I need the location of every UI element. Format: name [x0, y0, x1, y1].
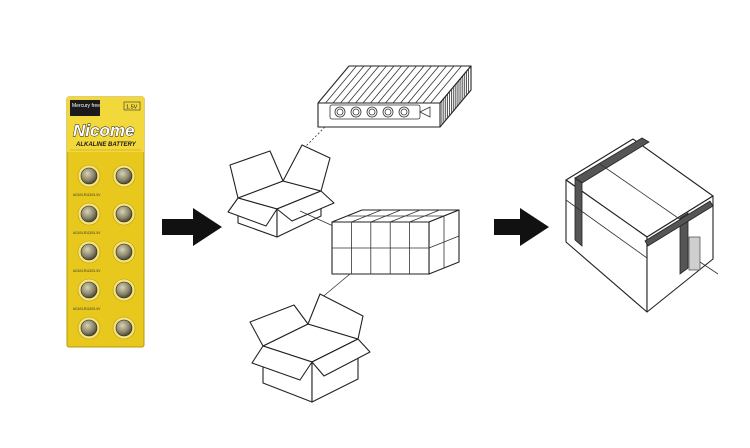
strap-band [574, 177, 583, 247]
strap-band [679, 212, 689, 275]
card-tag-box [70, 100, 100, 116]
battery-cell [112, 278, 136, 302]
inner-box-open-top [227, 144, 335, 238]
arrow-right-icon [162, 208, 222, 246]
battery-cells: AG10/LR1130/1.5V AG10/LR1130/1.5V AG10/LR1… [73, 164, 136, 340]
shipping-label [688, 236, 701, 271]
inner-box-array [331, 209, 460, 275]
connector-line [319, 273, 351, 300]
battery-cell: AG10/LR1130/1.5V [73, 202, 101, 235]
card-subtitle: ALKALINE BATTERY [75, 142, 137, 148]
sealed-carton [565, 137, 719, 313]
battery-cell: AG10/LR1130/1.5V [73, 278, 101, 311]
battery-cell [112, 316, 136, 340]
cell-code: AG10/LR1130/1.5V [73, 269, 101, 273]
battery-cell: AG10/LR1130/1.5V [73, 240, 101, 273]
cell-code: AG10/LR1130/1.5V [73, 307, 101, 311]
card-tag: Mercury free [72, 103, 100, 109]
cell-code: AG10/LR1130/1.5V [73, 193, 101, 197]
card-stack-drawing [317, 65, 472, 128]
battery-blister-card: Mercury free 1.5V Nicome ALKALINE BATTER… [66, 96, 145, 348]
outer-box-open [249, 293, 371, 403]
arrow-right-icon [494, 208, 549, 246]
battery-cell: AG10/LR1130/1.5V [73, 164, 101, 197]
battery-cell [112, 202, 136, 226]
strap-band [644, 200, 714, 247]
battery-cell [112, 164, 136, 188]
card-brand: Nicome [73, 121, 134, 140]
card-voltage: 1.5V [126, 105, 138, 111]
cell-code: AG10/LR1130/1.5V [73, 231, 101, 235]
battery-cell [77, 316, 101, 340]
battery-cell [112, 240, 136, 264]
